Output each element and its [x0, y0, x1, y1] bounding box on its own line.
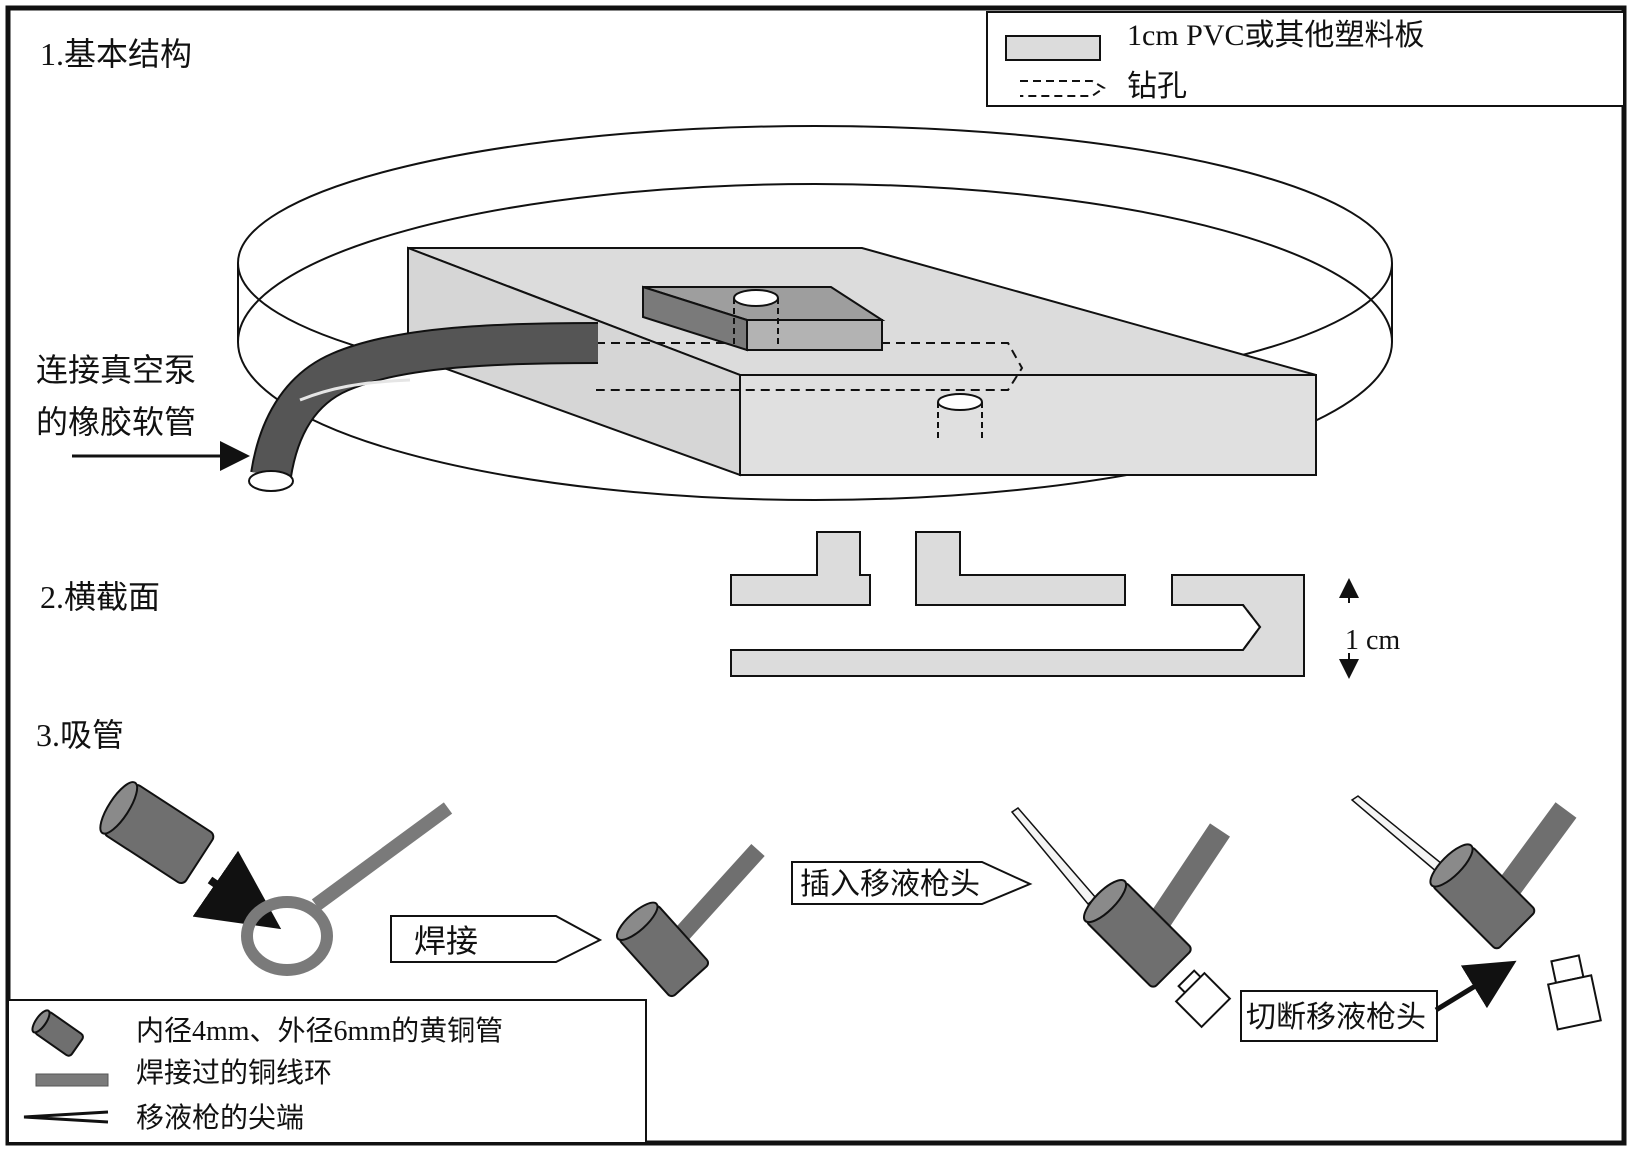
front-hole	[937, 393, 983, 411]
figure-border	[5, 5, 1627, 1146]
thickness-indicator: 1 cm	[1339, 578, 1400, 679]
legend-copper-ring-label: 焊接过的铜线环	[136, 1057, 332, 1089]
brass-tube-legend-icon	[31, 1009, 84, 1057]
thickness-label: 1 cm	[1345, 625, 1400, 656]
plate-swatch-icon	[1005, 35, 1101, 61]
hose-label-line1: 连接真空泵	[36, 352, 196, 388]
step-weld-label: 焊接	[414, 923, 478, 959]
copper-wire-legend-icon	[35, 1073, 109, 1087]
legend-top: 1cm PVC或其他塑料板 钻孔	[986, 11, 1625, 107]
step-insert-tip: 插入移液枪头	[791, 861, 1033, 905]
section-title-cross-section: 2.横截面	[40, 579, 160, 615]
legend-plate-label: 1cm PVC或其他塑料板	[1127, 19, 1425, 52]
legend-brass-tube-label: 内径4mm、外径6mm的黄铜管	[136, 1015, 503, 1047]
assembly-tip-cut	[1350, 795, 1602, 1031]
legend-drill-label: 钻孔	[1127, 70, 1187, 103]
section-title-pipette: 3.吸管	[36, 717, 124, 753]
assembly-with-tip	[1010, 807, 1232, 1029]
step-weld: 焊接	[390, 915, 603, 963]
step-insert-label: 插入移液枪头	[800, 868, 980, 901]
section-title-basic-structure: 1.基本结构	[40, 36, 192, 72]
cross-section-profile	[730, 531, 1305, 677]
pipette-tip-legend-icon	[23, 1110, 109, 1124]
hose-label-line2: 的橡胶软管	[36, 404, 196, 440]
rubber-hose	[248, 322, 599, 492]
step-cut-tip: 切断移液枪头	[1240, 990, 1438, 1042]
cut-arrow	[1434, 960, 1517, 1013]
cut-tip-piece	[1546, 954, 1602, 1031]
top-hole	[733, 289, 779, 307]
brass-tube-before	[99, 781, 215, 885]
legend-pipette-tip-label: 移液枪的尖端	[136, 1102, 304, 1134]
drill-hole-swatch-icon	[1020, 80, 1106, 97]
copper-ring	[241, 802, 453, 976]
step-cut-label: 切断移液枪头	[1246, 1001, 1426, 1034]
welded-assembly	[615, 843, 765, 998]
legend-bottom: 内径4mm、外径6mm的黄铜管 焊接过的铜线环 移液枪的尖端	[7, 999, 647, 1144]
